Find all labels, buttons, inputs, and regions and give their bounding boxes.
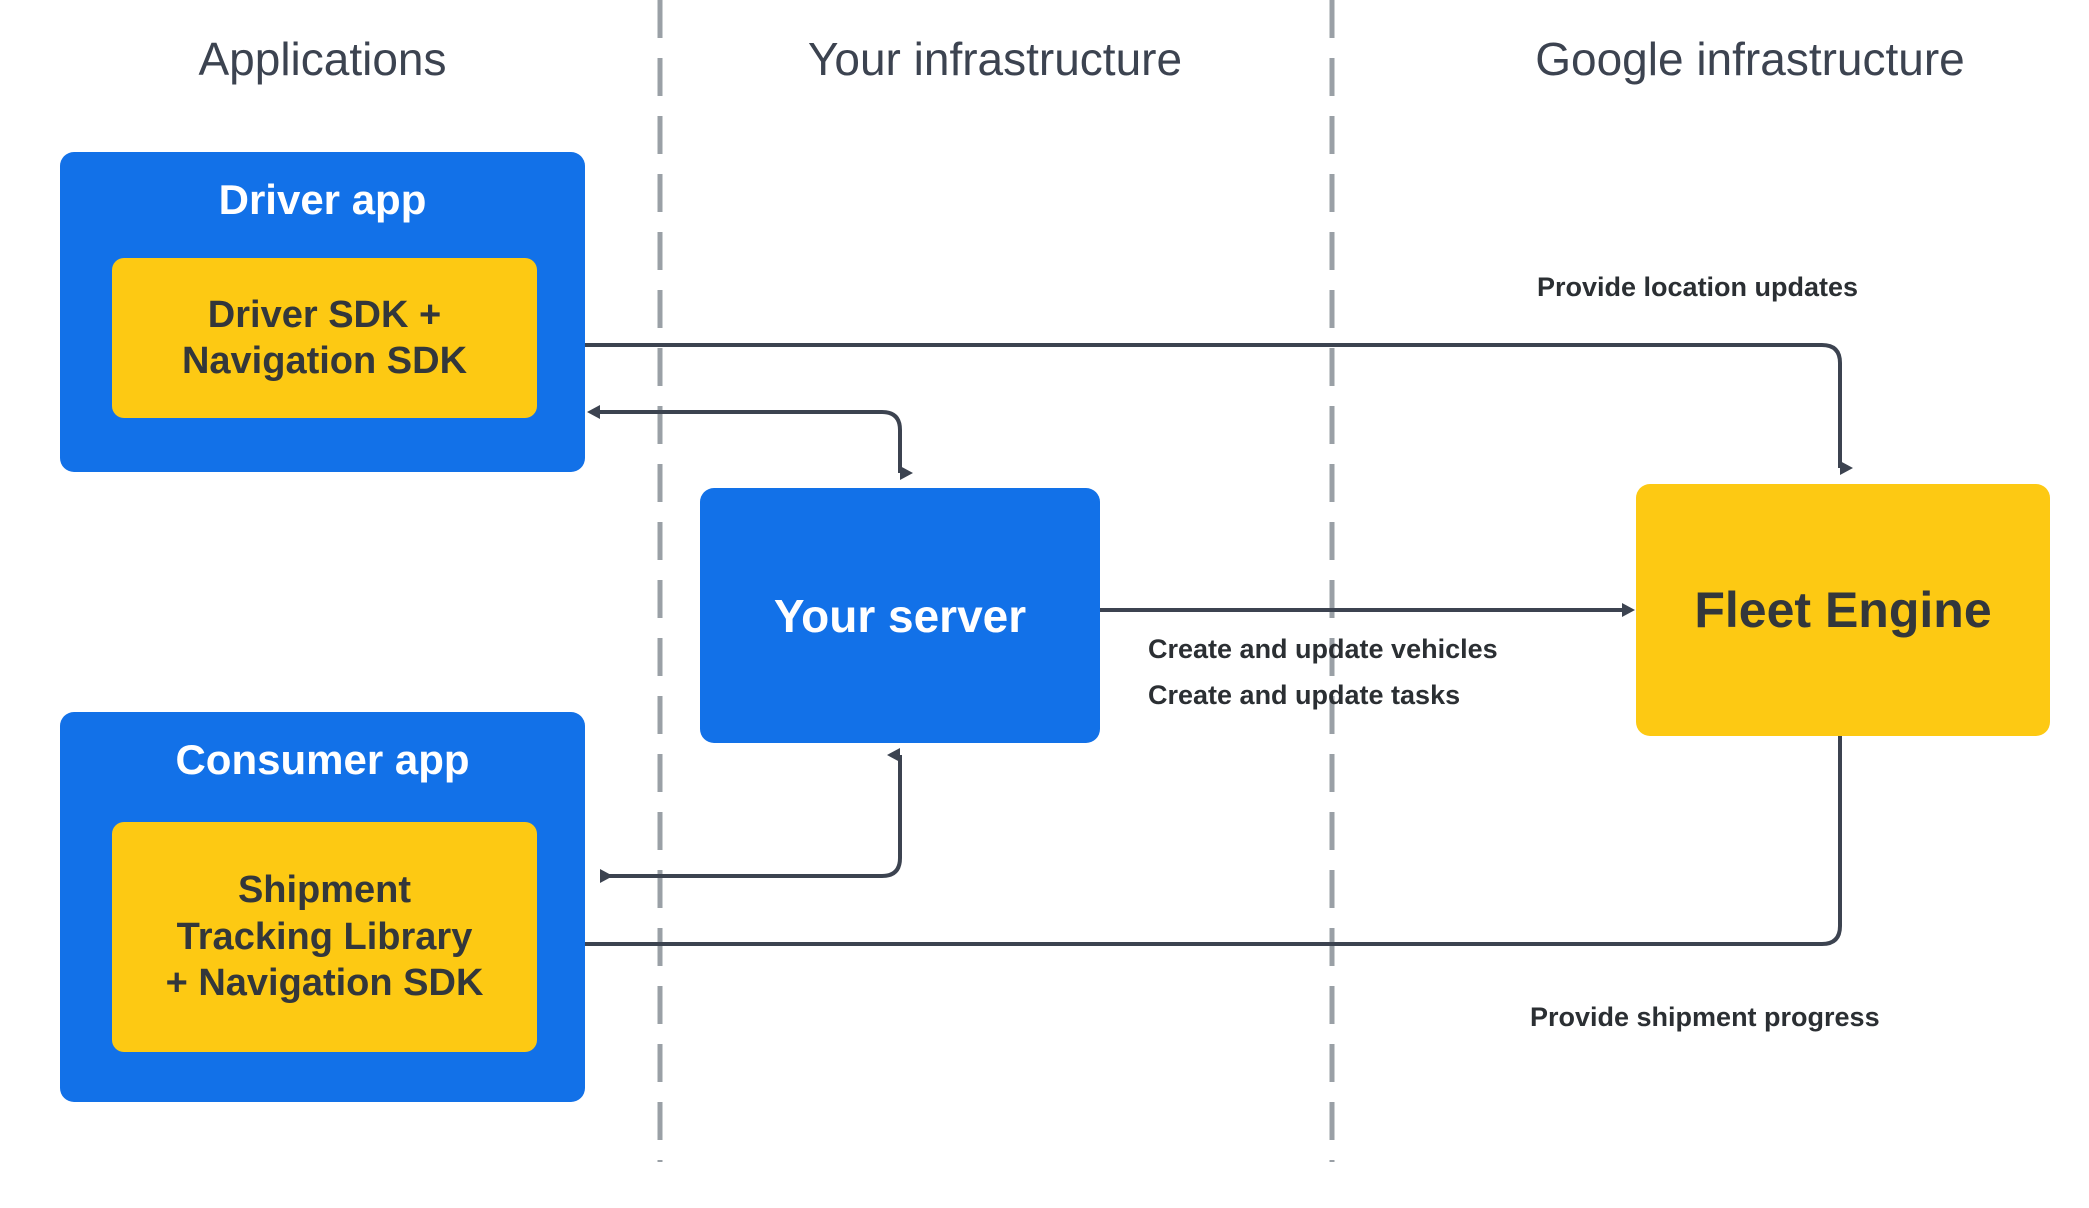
driver-sdk-box[interactable]: Driver SDK + Navigation SDK — [112, 258, 537, 418]
node-fleet-engine[interactable]: Fleet Engine — [1636, 484, 2050, 736]
edge-server-to-consumer — [600, 748, 902, 883]
column-header-your-infrastructure: Your infrastructure — [807, 33, 1183, 85]
edge-label-location-updates: Provide location updates — [1537, 272, 1859, 302]
consumer-sdk-line-3: + Navigation SDK — [165, 962, 484, 1005]
driver-sdk-line-2: Navigation SDK — [181, 340, 468, 382]
consumer-sdk-line-2: Tracking Library — [176, 915, 473, 958]
edge-location-updates — [557, 338, 1853, 475]
column-header-google-infrastructure: Google infrastructure — [1535, 33, 1965, 85]
node-consumer-app[interactable]: Consumer app Shipment Tracking Library +… — [60, 712, 585, 1102]
node-driver-app[interactable]: Driver app Driver SDK + Navigation SDK — [60, 152, 585, 472]
node-your-server[interactable]: Your server — [700, 488, 1100, 743]
consumer-app-title: Consumer app — [175, 736, 470, 783]
edge-label-create-update-vehicles: Create and update vehicles — [1148, 634, 1498, 664]
driver-sdk-line-1: Driver SDK + — [207, 293, 442, 336]
edge-label-shipment-progress: Provide shipment progress — [1530, 1002, 1880, 1032]
edge-server-to-driver — [587, 405, 913, 480]
edge-shipment-progress — [570, 736, 1842, 951]
consumer-sdk-box[interactable]: Shipment Tracking Library + Navigation S… — [112, 822, 537, 1052]
edge-label-create-update-tasks: Create and update tasks — [1148, 680, 1461, 710]
column-header-applications: Applications — [198, 33, 447, 85]
driver-app-title: Driver app — [218, 176, 427, 223]
consumer-sdk-line-1: Shipment — [237, 869, 412, 912]
